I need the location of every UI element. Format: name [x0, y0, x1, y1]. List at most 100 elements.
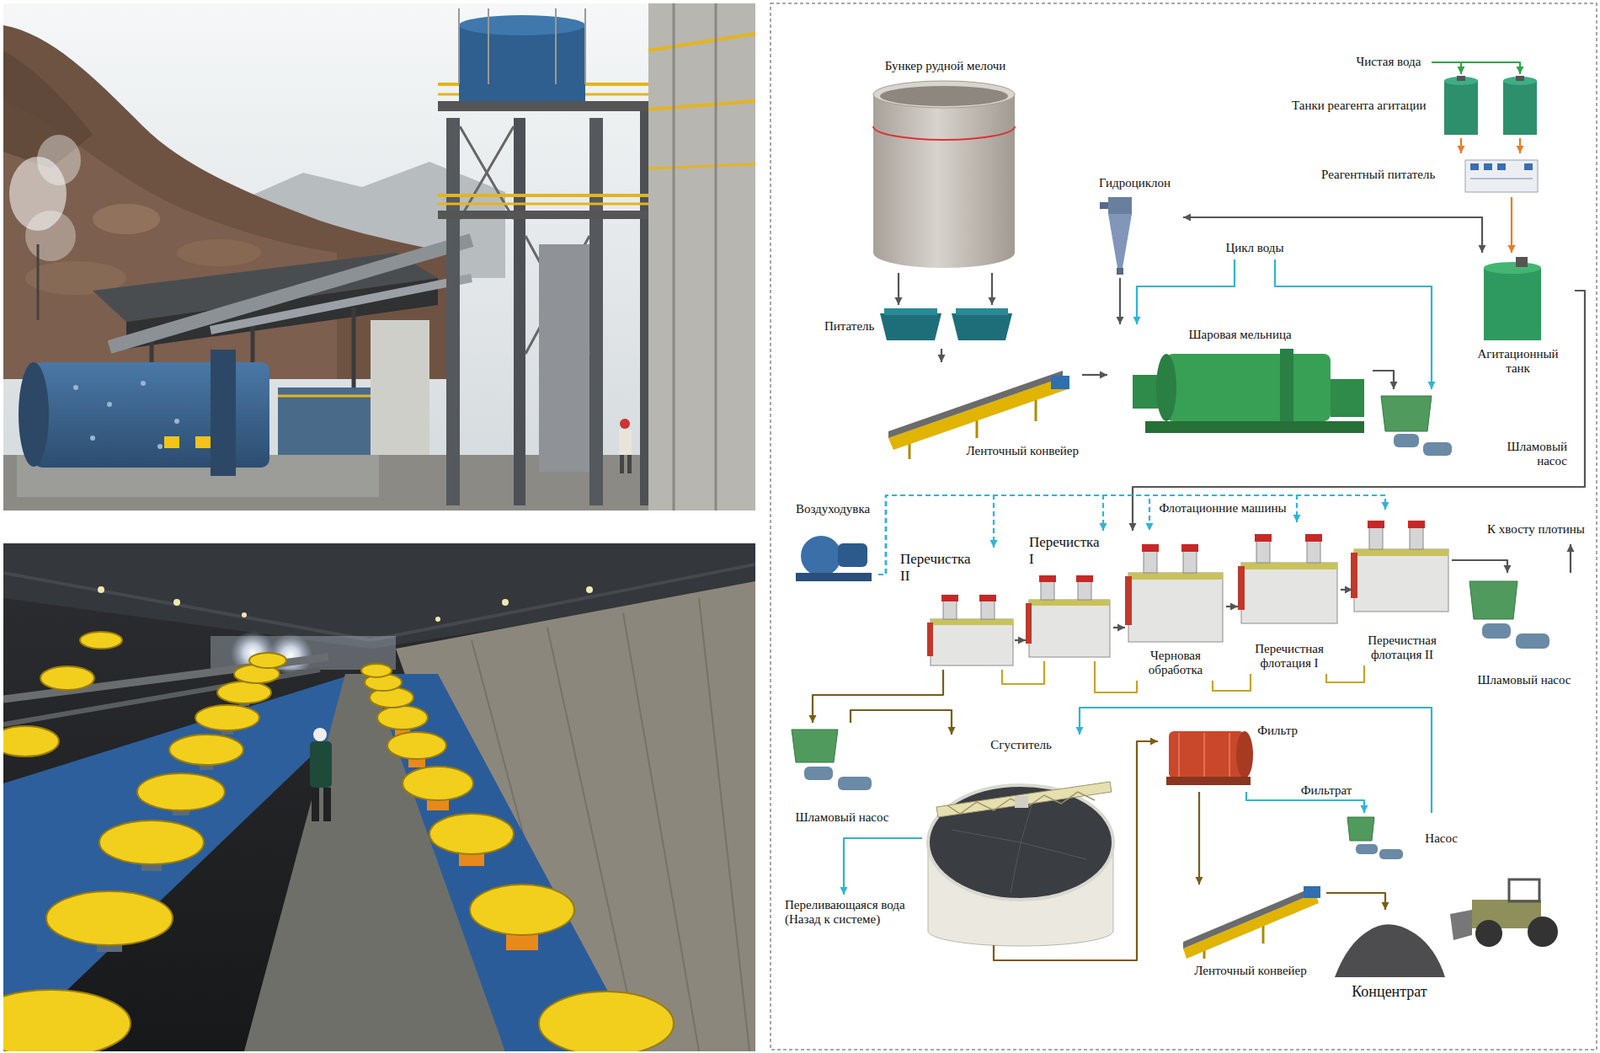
arrow-head [1133, 316, 1142, 325]
flow-line [938, 348, 946, 363]
flow-line [1451, 560, 1512, 573]
arrow-head [1478, 245, 1487, 253]
flow-line [1274, 259, 1436, 390]
arrow-head [1099, 371, 1108, 379]
arrow-head [1457, 66, 1466, 75]
flow-line [1326, 665, 1365, 683]
equipment-label: Концентрат [1351, 982, 1427, 1001]
equipment-node: Черновая обработка [1125, 530, 1227, 681]
equipment-label: Шламовый насос [794, 810, 889, 825]
equipment-label: Черновая обработка [1137, 648, 1214, 678]
plant-photo-top [3, 3, 756, 511]
arrow-head [1390, 381, 1398, 390]
flow-line-path [1451, 560, 1508, 573]
flow-line-path [843, 837, 923, 895]
equipment-label: Бункер рудной мелочи [885, 58, 1007, 74]
arrow-head [1381, 501, 1390, 510]
equipment-label: Переливающаяся вода (Назад к системе) [784, 897, 918, 928]
arrow-head [1099, 522, 1108, 531]
flow-line [1340, 586, 1353, 594]
flow-line-path [1274, 259, 1432, 390]
equipment-label: Агитационный танк [1472, 346, 1565, 377]
arrow-head [809, 714, 817, 723]
equipment-label: Чистая вода [1356, 54, 1422, 70]
equipment-label: К хвосту плотины [1487, 522, 1585, 537]
equipment-label: Шаровая мельница [1188, 327, 1291, 342]
flow-line [1195, 791, 1204, 885]
equipment-node: Питатель [821, 304, 1015, 349]
arrow-head [1150, 737, 1158, 746]
equipment-node: Насос [1343, 812, 1462, 865]
equipment-label: Воздуходувка [795, 501, 870, 517]
equipment-label: Перечистная флотация I [1251, 641, 1328, 672]
arrow-head [1508, 245, 1516, 253]
arrow-head [1381, 901, 1390, 910]
flow-line [1516, 138, 1525, 154]
arrow-head [990, 539, 998, 548]
arrow-head [1504, 565, 1512, 573]
equipment-label: Реагентный питатель [1321, 167, 1435, 182]
equipment-label: Сгуститель [990, 737, 1051, 752]
equipment-node: Гидроциклон [1086, 172, 1184, 278]
equipment-node: Фильтр [1157, 720, 1302, 792]
flow-line [1226, 602, 1238, 611]
flow-line-path [1002, 661, 1045, 684]
flow-line-path [1431, 62, 1520, 75]
flotation-hall-photo [3, 543, 756, 1051]
equipment-node: Ленточный конвейер [1174, 884, 1327, 982]
flow-line-path [1198, 791, 1200, 885]
equipment-node: Перечистная флотация II [1352, 509, 1452, 666]
equipment-label: Шламовый насос [1477, 672, 1571, 688]
flow-line-path [1431, 62, 1462, 75]
flow-line-path [1326, 892, 1386, 910]
arrow-head [1516, 145, 1525, 154]
arrow-head [1360, 805, 1369, 813]
equipment-node: Шламовый насос [1374, 389, 1571, 472]
flow-line [1133, 259, 1236, 325]
arrow-head [1457, 145, 1466, 154]
equipment-label: Ленточный конвейер [1194, 963, 1307, 978]
arrow-head [1076, 726, 1084, 735]
equipment-node: Переливающаяся вода (Назад к системе) [781, 894, 923, 937]
flow-line [840, 837, 923, 895]
arrow-head [1428, 381, 1436, 390]
flow-line [1431, 62, 1466, 75]
flow-line-path [993, 741, 1158, 960]
arrow-head [1567, 544, 1575, 552]
equipment-node: Агитационный танк [1461, 252, 1575, 379]
equipment-label: Танки реагента агитации [1291, 98, 1427, 113]
flow-line [1457, 138, 1466, 154]
equipment-node: Перечистка I [1025, 530, 1114, 662]
flow-line [988, 272, 997, 305]
flow-line [1116, 277, 1125, 325]
arrow-head [938, 354, 946, 363]
flow-line [1014, 636, 1026, 645]
panel-border [770, 3, 1597, 1050]
flow-line [1508, 197, 1516, 253]
equipment-label: Насос [1424, 831, 1458, 846]
flow-line [1326, 892, 1390, 910]
equipment-node: Перечистная флотация I [1237, 522, 1341, 674]
equipment-node: Танки реагента агитации [1288, 74, 1542, 139]
flow-line [1076, 707, 1433, 813]
equipment-label: Перечистная флотация II [1364, 633, 1440, 663]
arrow-head [1117, 624, 1126, 632]
equipment-label: Гидроциклон [1098, 176, 1171, 191]
equipment-node: Перечистка II [896, 547, 1015, 670]
flow-line [850, 709, 956, 735]
flow-line-path [1094, 661, 1137, 693]
arrow-head [1183, 213, 1191, 222]
flow-line-path [1510, 197, 1513, 253]
equipment-node: Реагентный питатель [1317, 153, 1542, 198]
section-label: Флотационние машины [1157, 501, 1288, 516]
equipment-node: К хвосту плотины [1480, 515, 1592, 544]
flow-line [1372, 370, 1398, 390]
flow-line-path [1136, 259, 1235, 325]
flow-line [1094, 661, 1137, 693]
edge-label: Фильтрат [1299, 783, 1355, 798]
equipment-label: Перечистка I [1029, 533, 1107, 567]
flow-line-path [850, 709, 952, 735]
flow-line [1082, 371, 1108, 379]
arrow-head [1018, 636, 1026, 645]
